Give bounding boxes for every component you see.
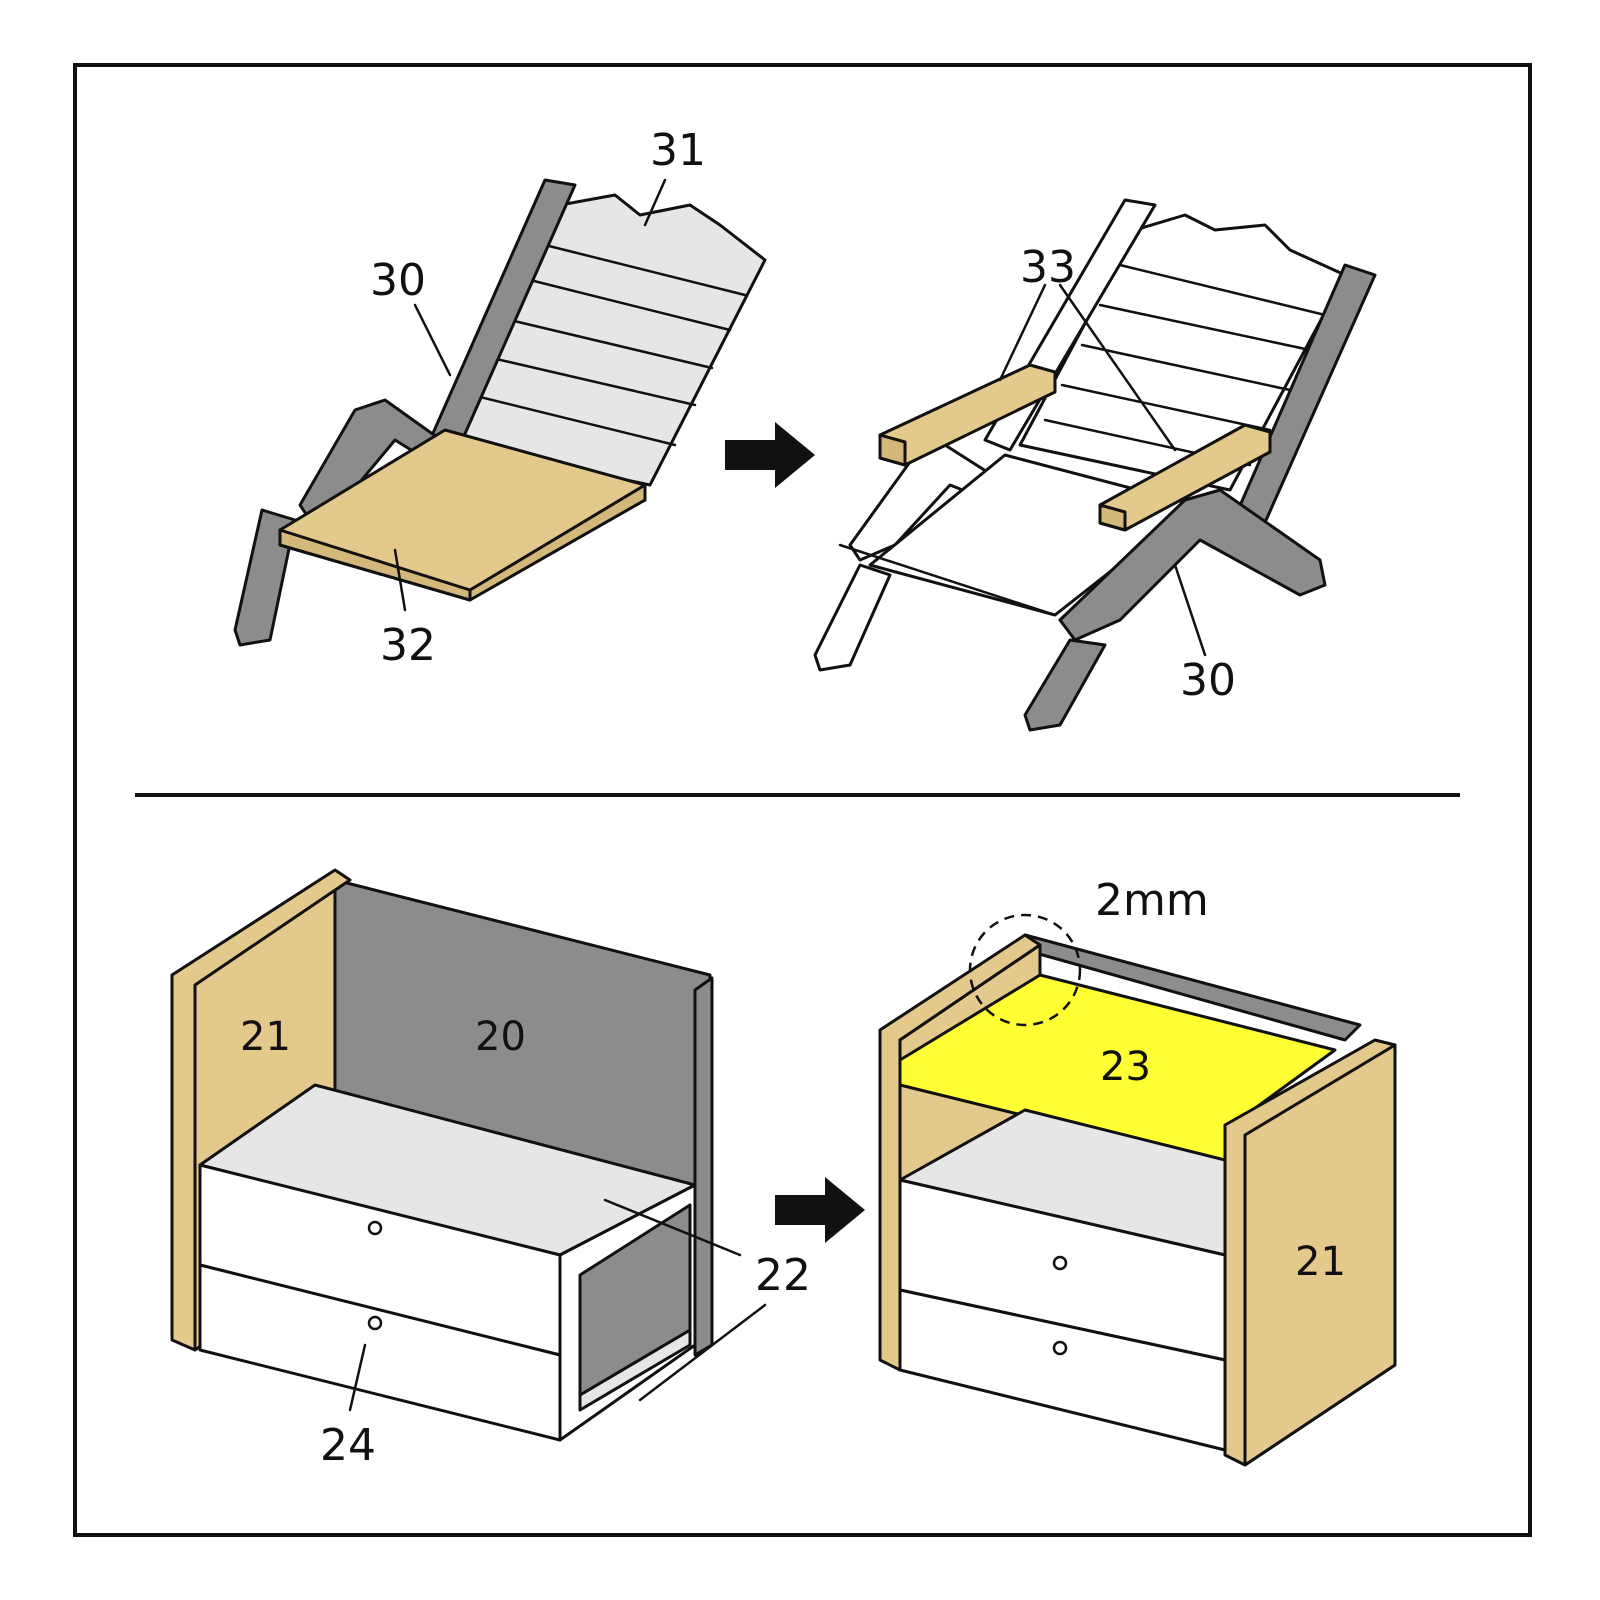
label-20: 20 xyxy=(475,1014,526,1060)
label-2mm: 2mm xyxy=(1095,875,1209,926)
drawer-knob-lower xyxy=(367,1315,383,1331)
backrest-right xyxy=(1018,213,1347,492)
label-30-right: 30 xyxy=(1180,655,1236,706)
chair-with-seat: 31 30 32 xyxy=(233,125,767,671)
label-22: 22 xyxy=(755,1250,811,1301)
backrest-right-slats xyxy=(1043,263,1327,467)
diagram-border xyxy=(73,63,1532,1537)
drawer-knob-upper-right xyxy=(1052,1255,1068,1271)
chair-frame-30 xyxy=(298,398,457,522)
label-31: 31 xyxy=(650,125,706,176)
drawer-knob-lower-right xyxy=(1052,1340,1068,1356)
label-24: 24 xyxy=(320,1420,376,1471)
arrow-right-icon xyxy=(775,1177,865,1243)
label-30-left: 30 xyxy=(370,255,426,306)
label-32: 32 xyxy=(380,620,436,671)
label-23: 23 xyxy=(1100,1044,1151,1090)
drawer-knob-upper xyxy=(367,1220,383,1236)
chair-with-armrests: 33 30 xyxy=(813,198,1377,732)
cabinet-open: 21 20 22 24 xyxy=(170,868,811,1471)
gap-detail-circle xyxy=(968,913,1082,1027)
label-21-left: 21 xyxy=(240,1014,291,1060)
backrest-slats xyxy=(470,243,747,447)
label-21-right: 21 xyxy=(1295,1239,1346,1285)
cabinet-closed: 2mm 23 21 xyxy=(878,875,1397,1467)
arrow-right-icon xyxy=(725,422,815,488)
label-33: 33 xyxy=(1020,242,1076,293)
